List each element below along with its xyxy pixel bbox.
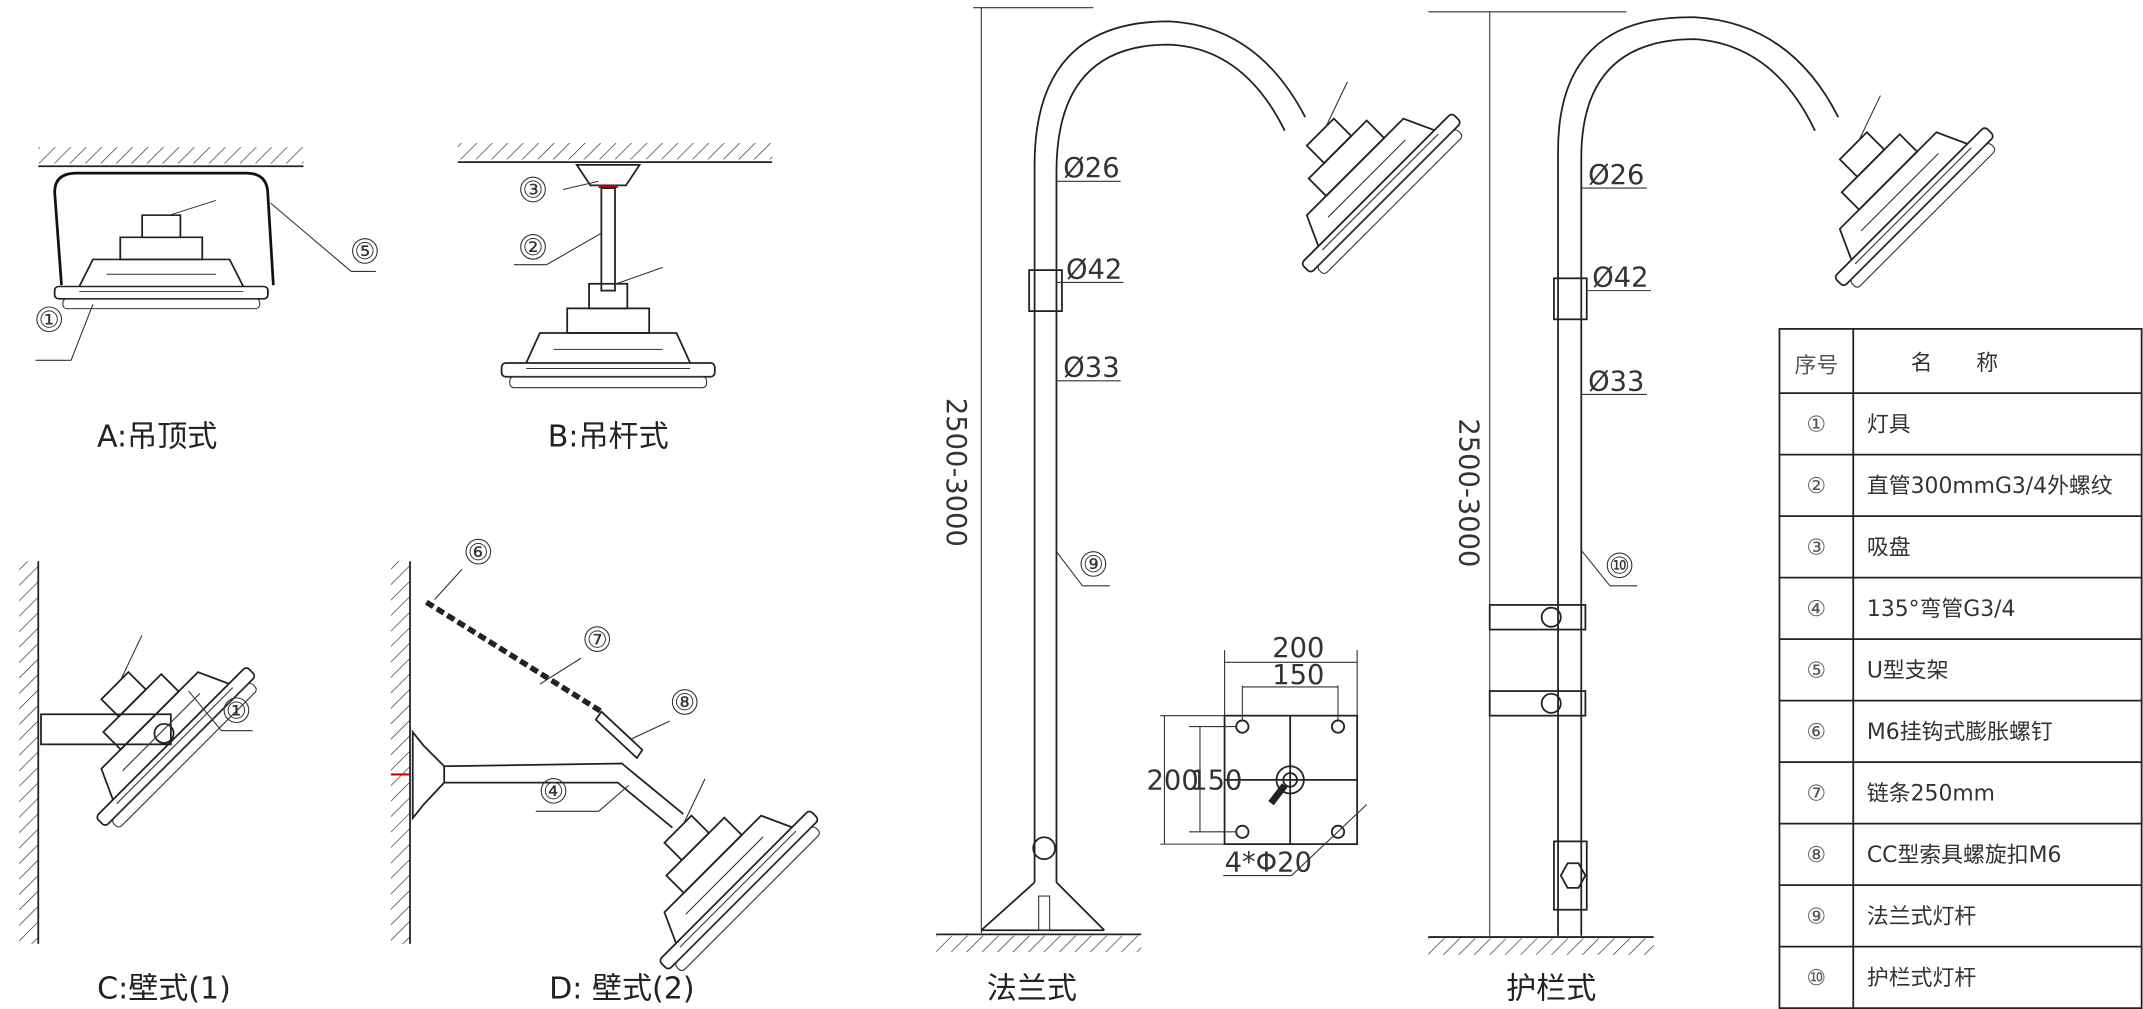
table-cell-no: ⑦: [1807, 781, 1827, 806]
dim-plate-width-200: 200: [1272, 633, 1324, 664]
table-cell-name: 灯具: [1867, 412, 1911, 437]
header-name: 名 称: [1911, 351, 1998, 376]
view-a-ceiling-mount: ⑤ ① A:吊顶式: [35, 147, 378, 454]
table-cell-name: 吸盘: [1867, 535, 1911, 560]
parts-table: 序号 名 称 ① 灯具 ② 直管300mmG3/4外螺纹 ③ 吸盘 ④ 135°弯管G3/4 ⑤…: [1778, 327, 2143, 1009]
callout-1: ①: [39, 307, 60, 334]
pole: [1557, 16, 1840, 936]
label-d: D: 壁式(2): [549, 972, 694, 1007]
view-c-wall-mount-1: ① C:壁式(1): [19, 561, 265, 1007]
table-cell-no: ②: [1807, 474, 1827, 499]
dim-d26: Ø26: [1588, 160, 1644, 191]
dim-holes: 4*Φ20: [1225, 847, 1312, 878]
callout-5: ⑤: [354, 238, 375, 265]
view-flange-pole: 2500-3000 Ø26 Ø42 Ø33 ⑨ 法兰式: [936, 7, 1471, 1007]
pole-coupling: [1553, 277, 1588, 321]
table-cell-name: CC型索具螺旋扣M6: [1867, 843, 2061, 868]
lamp: [590, 741, 828, 979]
callout-9: ⑨: [1083, 551, 1104, 578]
lamp: [1232, 44, 1471, 282]
ceiling-hatch: [38, 147, 304, 164]
straight-pipe: [600, 187, 616, 292]
label-guardrail: 护栏式: [1506, 972, 1596, 1007]
chain: [424, 599, 603, 714]
table-cell-no: ⑨: [1807, 904, 1827, 929]
wall-arm: [40, 713, 172, 746]
height-dimension: 2500-3000: [940, 398, 971, 547]
view-b-pendant-mount: ③ ② B:吊杆式: [457, 143, 773, 454]
label-c: C:壁式(1): [97, 972, 231, 1007]
table-cell-no: ⑩: [1807, 966, 1827, 991]
table-cell-name: 直管300mmG3/4外螺纹: [1867, 474, 2113, 499]
table-cell-name: M6挂钩式膨胀螺钉: [1867, 720, 2053, 745]
flange-plate-detail: 200 150 200 150 4*Φ20: [1147, 633, 1368, 878]
callout-10: ⑩: [1609, 553, 1630, 580]
callout-4: ④: [543, 778, 564, 805]
pole-base: [980, 881, 1105, 932]
bolt-hole: [1235, 719, 1250, 734]
turnbuckle: [594, 710, 644, 760]
dim-d42: Ø42: [1066, 254, 1122, 285]
view-d-wall-mount-2: ⑥ ⑦ ⑧ ④ D: 壁式(2): [390, 538, 828, 1007]
callout-3: ③: [523, 177, 544, 204]
dim-plate-height-150: 150: [1190, 765, 1242, 796]
lamp: [500, 266, 716, 389]
table-cell-no: ⑤: [1807, 658, 1827, 683]
table-cell-name: 135°弯管G3/4: [1867, 597, 2015, 622]
label-a: A:吊顶式: [97, 419, 217, 454]
table-cell-name: U型支架: [1867, 658, 1949, 683]
callout-1: ①: [226, 697, 247, 724]
dim-d42: Ø42: [1592, 263, 1648, 294]
dim-plate-width-150: 150: [1272, 660, 1324, 691]
pole: [1033, 20, 1306, 883]
view-guardrail-pole: 2500-3000 Ø26 Ø42 Ø33 ⑩ 护栏式: [1428, 11, 2004, 1007]
bolt-hole: [1235, 824, 1250, 839]
callout-2: ②: [523, 234, 544, 261]
clamp-block: [1553, 840, 1588, 911]
pole-coupling: [1028, 269, 1063, 312]
u-bracket: [53, 171, 275, 286]
label-flange: 法兰式: [987, 972, 1077, 1007]
dim-d26: Ø26: [1063, 153, 1119, 184]
wall-flange: [411, 729, 446, 821]
table-cell-no: ⑥: [1807, 720, 1827, 745]
callout-8: ⑧: [674, 689, 695, 716]
bolt-hole: [1330, 824, 1346, 839]
header-no: 序号: [1794, 354, 1838, 379]
guardrail-clamp: [1488, 604, 1587, 631]
table-cell-name: 护栏式灯杆: [1867, 966, 1976, 991]
lamp: [1765, 57, 2004, 296]
callout-7: ⑦: [587, 626, 608, 653]
table-cell-no: ③: [1807, 535, 1827, 560]
dim-plate-height-200: 200: [1147, 765, 1199, 796]
mounting-plate: [575, 163, 642, 187]
dim-d33: Ø33: [1063, 353, 1119, 384]
label-b: B:吊杆式: [548, 419, 669, 454]
bent-pipe-135: [444, 762, 684, 829]
bolt-hole: [1330, 719, 1346, 734]
dim-d33: Ø33: [1588, 366, 1644, 397]
table-cell-name: 链条250mm: [1867, 781, 1995, 806]
guardrail-clamp: [1488, 690, 1587, 717]
table-cell-no: ④: [1807, 597, 1827, 622]
height-dimension: 2500-3000: [1453, 418, 1484, 567]
table-cell-name: 法兰式灯杆: [1867, 904, 1976, 929]
table-cell-no: ⑧: [1807, 843, 1827, 868]
lamp: [53, 199, 269, 310]
table-cell-no: ①: [1807, 412, 1827, 437]
callout-6: ⑥: [468, 539, 489, 566]
